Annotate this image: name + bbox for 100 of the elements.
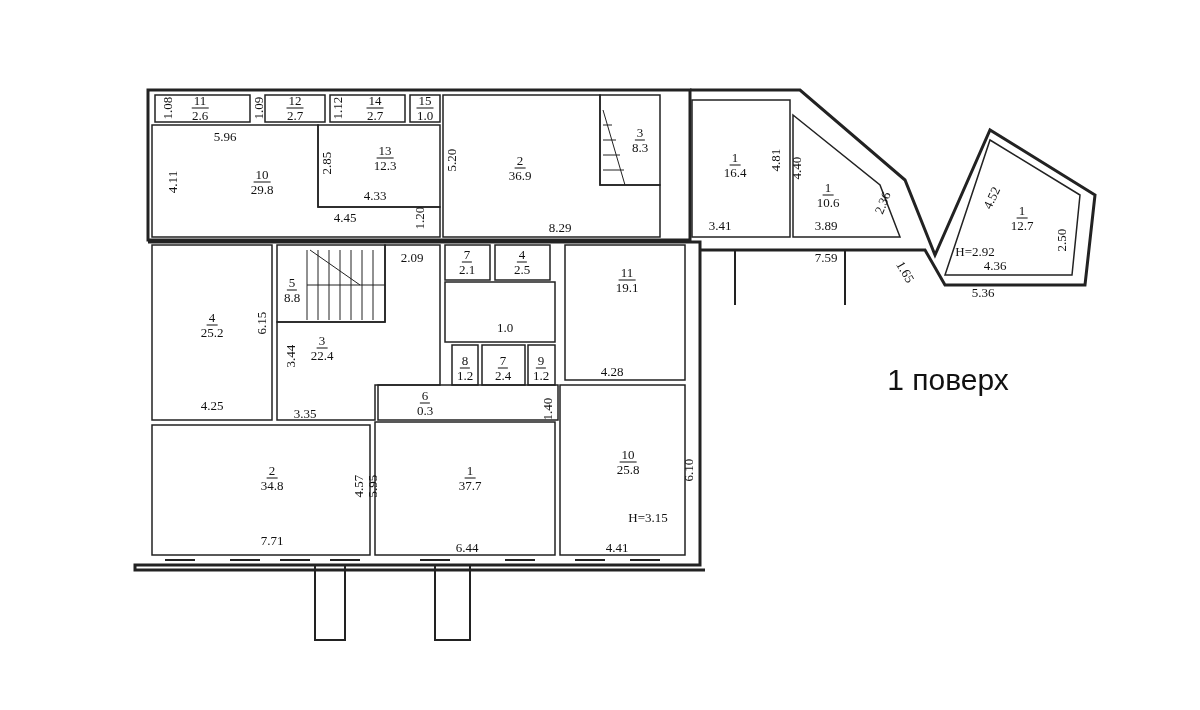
- dimension-label: 1.12: [331, 96, 345, 120]
- room-area: 2.4: [494, 368, 512, 383]
- room-number: 1: [1016, 203, 1028, 219]
- room-area: 1.2: [456, 368, 474, 383]
- room-number: 12: [286, 93, 304, 109]
- dimension-label: 3.44: [284, 344, 298, 368]
- room: [600, 95, 660, 185]
- dimension-label: 1.08: [161, 96, 175, 120]
- room-area: 2.7: [366, 108, 384, 123]
- room: [793, 115, 900, 237]
- dimension-label: 2.50: [1055, 228, 1069, 252]
- dimension-label: 1.40: [541, 397, 555, 421]
- room-number: 4: [516, 247, 528, 263]
- room: [445, 282, 555, 342]
- room: [152, 425, 370, 555]
- room: [560, 385, 685, 555]
- dimension-label: 3.35: [293, 407, 317, 421]
- room-area: 0.3: [416, 403, 434, 418]
- room-area: 29.8: [250, 182, 274, 197]
- room: [152, 125, 440, 237]
- dimension-label: 4.57: [352, 474, 366, 498]
- room-number: 9: [535, 353, 547, 369]
- dimension-label: 6.44: [455, 541, 479, 555]
- room-number: 7: [497, 353, 509, 369]
- room: [528, 345, 555, 385]
- dimension-label: 5.36: [971, 286, 995, 300]
- room-number: 5: [286, 275, 298, 291]
- dimension-label: 1.09: [252, 96, 266, 120]
- room-area: 1.2: [532, 368, 550, 383]
- dimension-label: 4.52: [980, 184, 1004, 212]
- ceiling-height-label: H=2.92: [955, 245, 995, 259]
- room-number: 15: [416, 93, 434, 109]
- room: [945, 140, 1080, 275]
- room: [452, 345, 478, 385]
- room-number: 1: [729, 150, 741, 166]
- room-area: 2.5: [513, 262, 531, 277]
- dimension-label: 6.10: [682, 458, 696, 482]
- room: [378, 385, 558, 420]
- room: [318, 125, 440, 207]
- room-area: 2.7: [286, 108, 304, 123]
- room-number: 7: [461, 247, 473, 263]
- room-area: 25.8: [616, 462, 640, 477]
- dimension-label: 2.36: [872, 189, 894, 217]
- room-area: 12.3: [373, 158, 397, 173]
- dimension-label: 7.59: [814, 251, 838, 265]
- ceiling-height-label: H=3.15: [628, 511, 668, 525]
- room: [265, 95, 325, 122]
- dimension-label: 4.81: [769, 148, 783, 172]
- dimension-label: 4.45: [333, 211, 357, 225]
- room: [277, 245, 440, 420]
- dimension-label: 5.20: [445, 148, 459, 172]
- dimension-label: 1.20: [413, 206, 427, 230]
- room-area: 2.6: [191, 108, 209, 123]
- room-number: 4: [206, 310, 218, 326]
- room-area: 8.8: [283, 290, 301, 305]
- room-area: 22.4: [310, 348, 334, 363]
- room-number: 3: [634, 125, 646, 141]
- room-area: 34.8: [260, 478, 284, 493]
- dimension-label: 4.41: [605, 541, 629, 555]
- dimension-label: 3.41: [708, 219, 732, 233]
- dimension-label: 4.33: [363, 189, 387, 203]
- room-number: 10: [619, 447, 637, 463]
- room-area: 2.1: [458, 262, 476, 277]
- room: [152, 245, 272, 420]
- room-area: 10.6: [816, 195, 840, 210]
- dimension-label: 4.40: [790, 156, 804, 180]
- room: [277, 245, 385, 322]
- dimension-label: 3.89: [814, 219, 838, 233]
- room: [155, 95, 250, 122]
- room-area: 8.3: [631, 140, 649, 155]
- room: [375, 422, 555, 555]
- room-area: 19.1: [615, 280, 639, 295]
- dimension-label: 6.15: [255, 311, 269, 335]
- room-number: 2: [266, 463, 278, 479]
- dimension-label: 4.36: [983, 259, 1007, 273]
- room-area: 16.4: [723, 165, 747, 180]
- room: [445, 245, 490, 280]
- room-number: 13: [376, 143, 394, 159]
- room-number: 8: [459, 353, 471, 369]
- dimension-label: 5.96: [213, 130, 237, 144]
- room: [482, 345, 525, 385]
- room-area: 1.0: [496, 321, 514, 335]
- room-area: 12.7: [1010, 218, 1034, 233]
- room-number: 3: [316, 333, 328, 349]
- dimension-label: 2.85: [320, 151, 334, 175]
- room: [565, 245, 685, 380]
- room-area: 25.2: [200, 325, 224, 340]
- room-number: 11: [618, 265, 636, 281]
- dimension-label: 1.65: [893, 258, 917, 286]
- room-area: 37.7: [458, 478, 482, 493]
- room: [692, 100, 790, 237]
- room-number: 2: [514, 153, 526, 169]
- room-number: 6: [419, 388, 431, 404]
- room: [330, 95, 405, 122]
- room-number: 11: [191, 93, 209, 109]
- dimension-label: 2.09: [400, 251, 424, 265]
- floor-title: 1 поверх: [887, 363, 1009, 397]
- dimension-label: 8.29: [548, 221, 572, 235]
- dimension-label: 4.28: [600, 365, 624, 379]
- room: [495, 245, 550, 280]
